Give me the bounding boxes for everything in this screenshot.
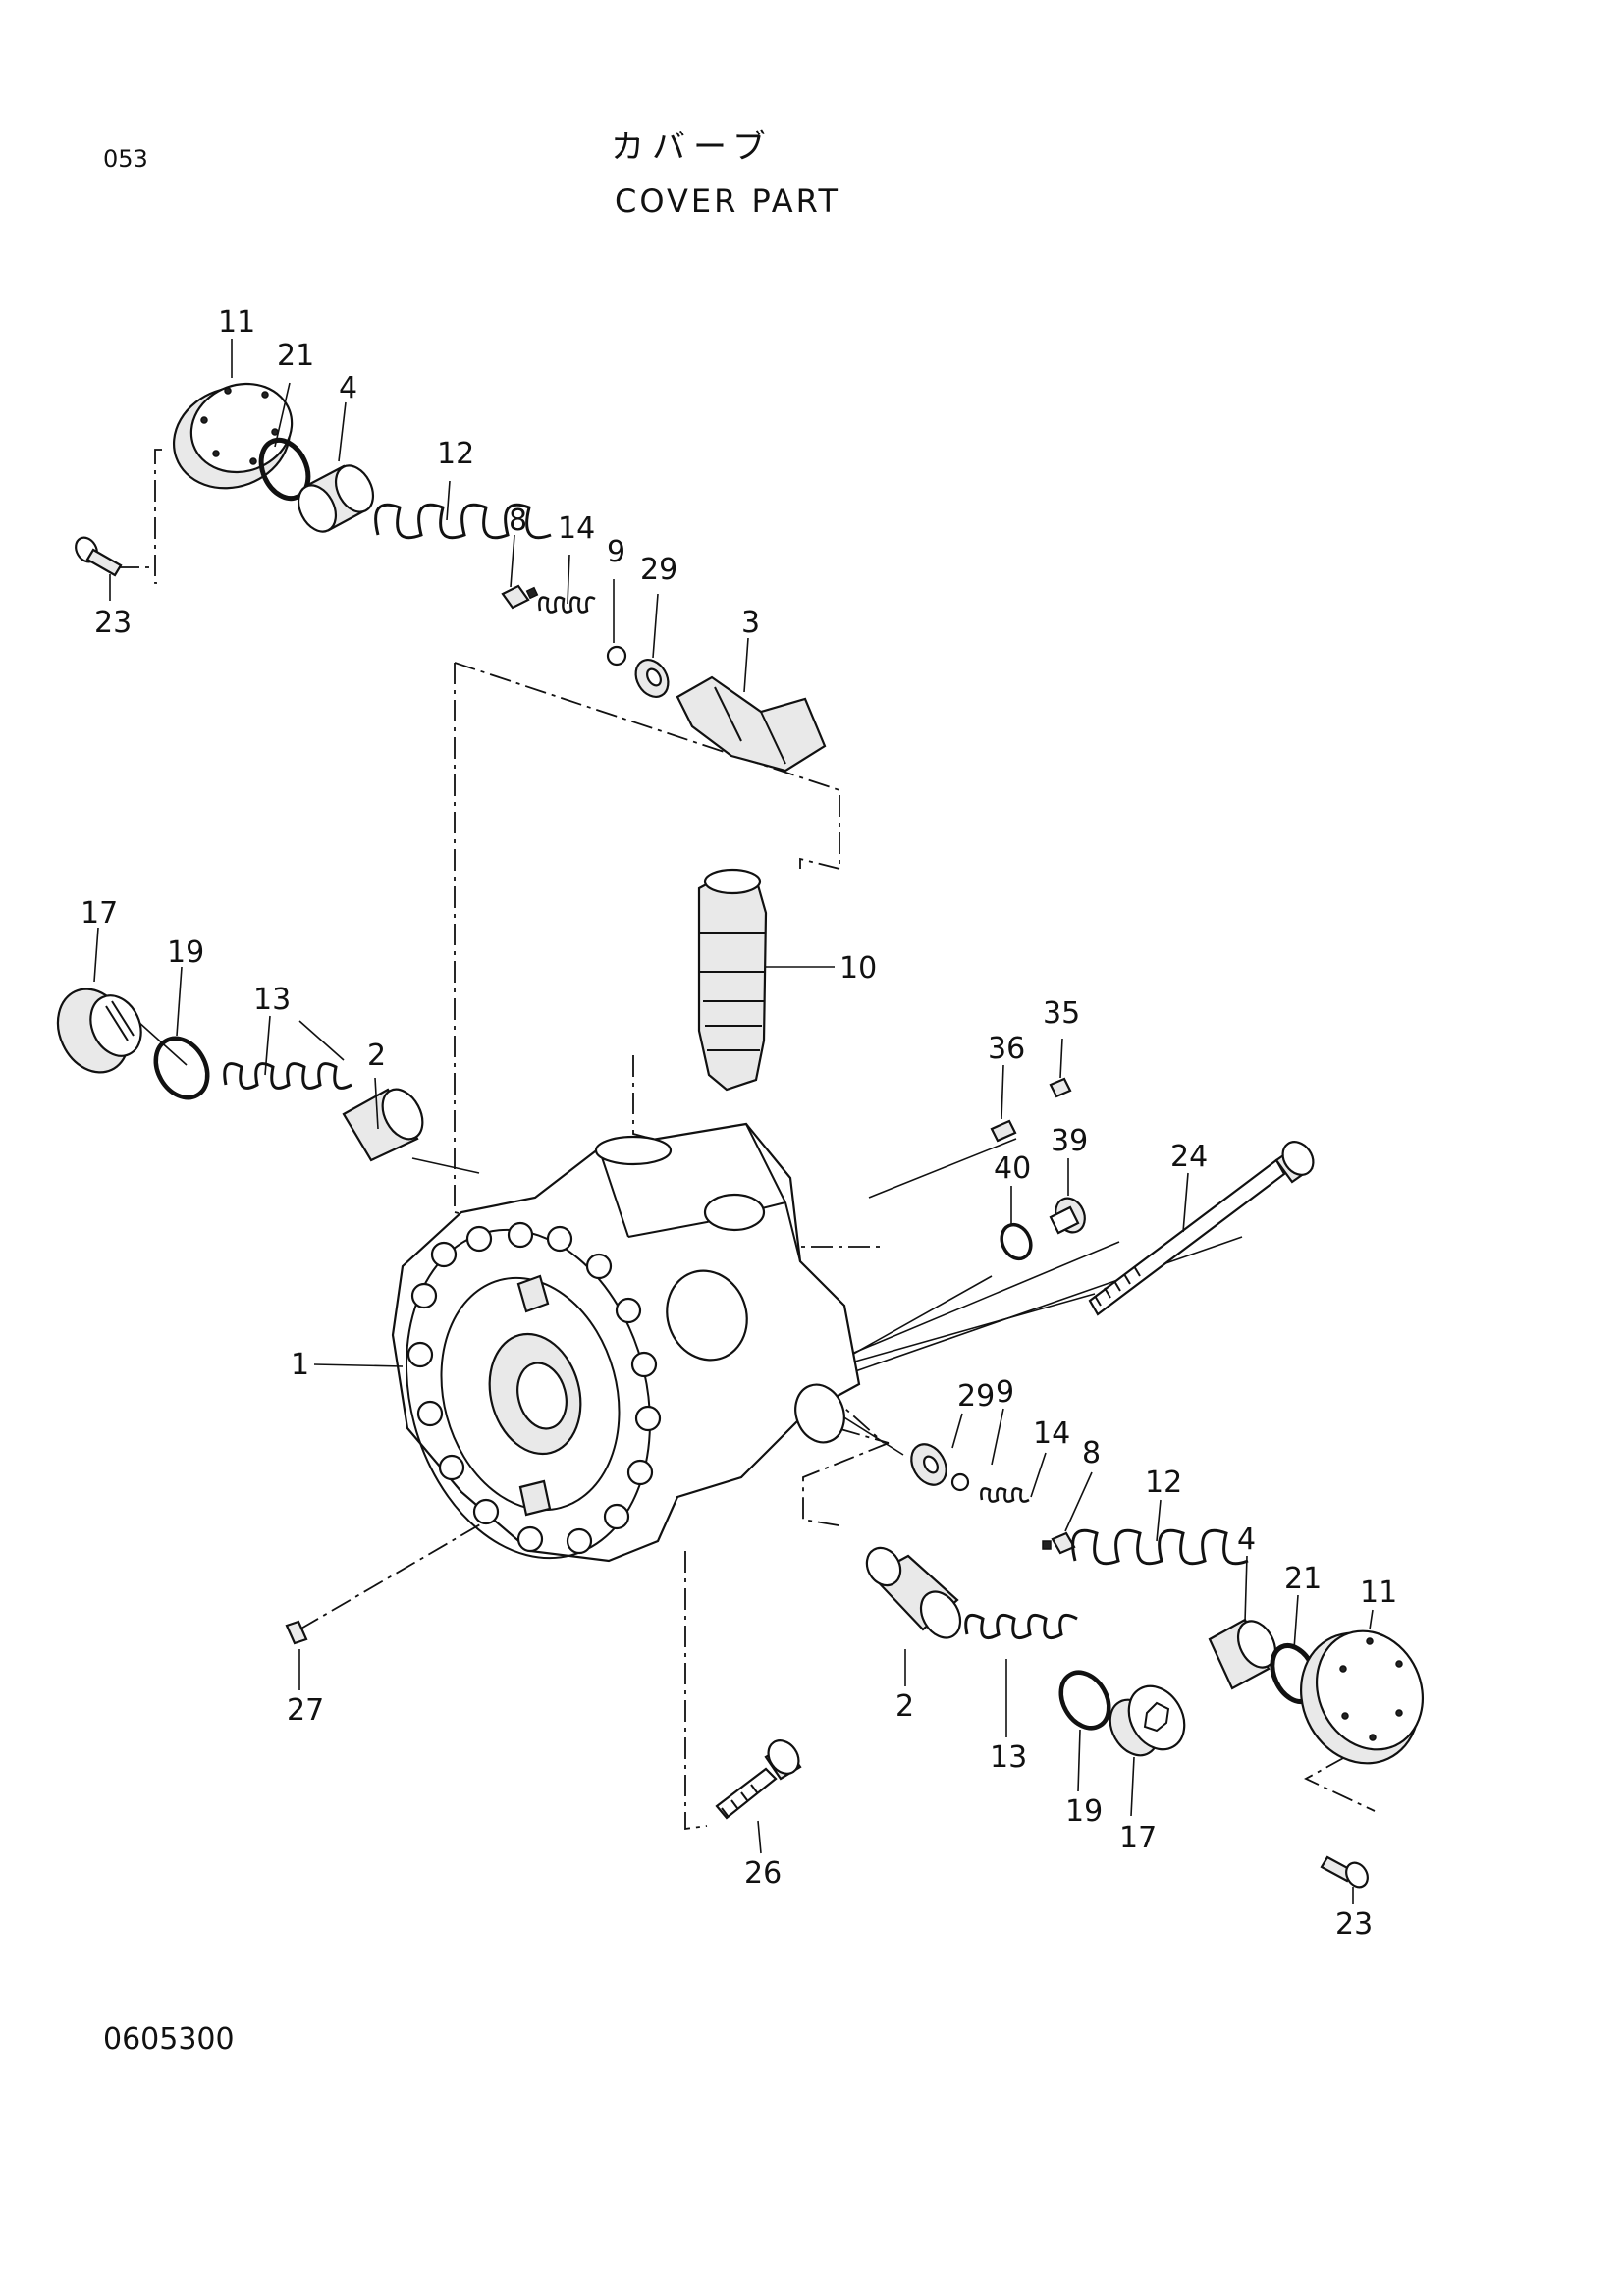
left-spring: [223, 1062, 352, 1090]
callout-2-left: 2: [367, 1039, 386, 1073]
bottom-o-ring-19: [1058, 1670, 1111, 1731]
callout-14-bottom: 14: [1033, 1416, 1070, 1451]
top-small-spring: [538, 596, 596, 614]
bottom-spring-13: [964, 1614, 1078, 1639]
leader-lines: [93, 339, 1374, 1904]
callout-23-top: 23: [94, 606, 132, 640]
callout-1: 1: [291, 1348, 309, 1382]
bottom-bolt: [715, 1739, 802, 1820]
callout-13-left: 13: [253, 983, 291, 1017]
page-code: 053: [103, 145, 148, 173]
callout-11-top: 11: [218, 305, 255, 340]
title-japanese: カバーブ: [611, 128, 774, 167]
title-english: COVER PART: [615, 183, 841, 220]
callout-labels: 11 21 4 12 8 14 9 29 3 23 17 19 13 2 10 …: [81, 305, 1397, 1942]
bottom-poppet-8: [1042, 1531, 1076, 1555]
callout-21-bottom: 21: [1284, 1562, 1322, 1596]
callout-40: 40: [994, 1151, 1031, 1186]
main-housing: [391, 1122, 861, 1563]
callout-24: 24: [1170, 1140, 1208, 1174]
callout-29-bottom: 29: [957, 1379, 995, 1414]
callout-19-bottom: 19: [1065, 1794, 1103, 1829]
left-plug: [56, 988, 142, 1074]
callout-14-top: 14: [558, 511, 595, 546]
callout-9-top: 9: [607, 535, 625, 569]
callout-8-top: 8: [509, 504, 527, 538]
callout-36: 36: [988, 1032, 1025, 1066]
top-bolt: [75, 536, 123, 577]
bottom-washer-29: [910, 1443, 947, 1486]
top-sleeve: [297, 464, 375, 533]
callout-27: 27: [287, 1693, 324, 1728]
top-o-ring: [258, 437, 311, 502]
callout-13-bottom: 13: [990, 1740, 1027, 1775]
bottom-small-spring-14: [980, 1487, 1030, 1503]
callout-3: 3: [741, 606, 760, 640]
callout-4-bottom: 4: [1237, 1522, 1256, 1557]
bottom-plug-17: [1109, 1684, 1186, 1757]
callout-29-top: 29: [640, 553, 677, 587]
bottom-sleeve-4: [1208, 1618, 1277, 1690]
callout-9-bottom: 9: [996, 1375, 1014, 1410]
top-poppet: [501, 584, 539, 610]
callout-21-top: 21: [277, 339, 314, 373]
callout-8-bottom: 8: [1082, 1436, 1101, 1470]
callout-17-left: 17: [81, 896, 118, 931]
callout-39: 39: [1051, 1124, 1088, 1158]
callout-12-top: 12: [437, 437, 474, 471]
callout-11-bottom: 11: [1360, 1575, 1397, 1610]
relief-valve: [697, 868, 768, 1092]
callout-19-left: 19: [167, 935, 204, 970]
callout-10: 10: [839, 951, 877, 986]
bottom-cover-plate-11: [1299, 1629, 1425, 1765]
bottom-bolt-23: [1320, 1855, 1369, 1889]
top-washer: [634, 659, 670, 698]
bottom-spring-12: [1071, 1528, 1249, 1566]
left-o-ring: [153, 1036, 210, 1100]
left-sleeve: [342, 1088, 424, 1162]
top-spring: [374, 503, 552, 540]
callout-12-bottom: 12: [1145, 1466, 1182, 1500]
top-cover-plate: [172, 382, 294, 490]
callout-2-bottom: 2: [895, 1689, 914, 1724]
top-ball: [606, 645, 627, 667]
bottom-pin: [285, 1620, 308, 1645]
plug-39: [1049, 1197, 1086, 1235]
callout-26: 26: [744, 1856, 782, 1891]
callout-4-top: 4: [339, 371, 357, 405]
o-ring-40: [1000, 1222, 1033, 1261]
top-spool: [676, 675, 827, 773]
bottom-sleeve-2: [865, 1546, 962, 1639]
plug-36: [990, 1119, 1017, 1143]
long-bolt-24: [1088, 1141, 1315, 1316]
bottom-ball-9: [950, 1472, 970, 1492]
callout-17-bottom: 17: [1119, 1821, 1157, 1855]
plug-35: [1049, 1077, 1072, 1098]
callout-23-bottom: 23: [1335, 1907, 1373, 1942]
callout-35: 35: [1043, 996, 1080, 1031]
drawing-number: 0605300: [103, 2022, 235, 2056]
